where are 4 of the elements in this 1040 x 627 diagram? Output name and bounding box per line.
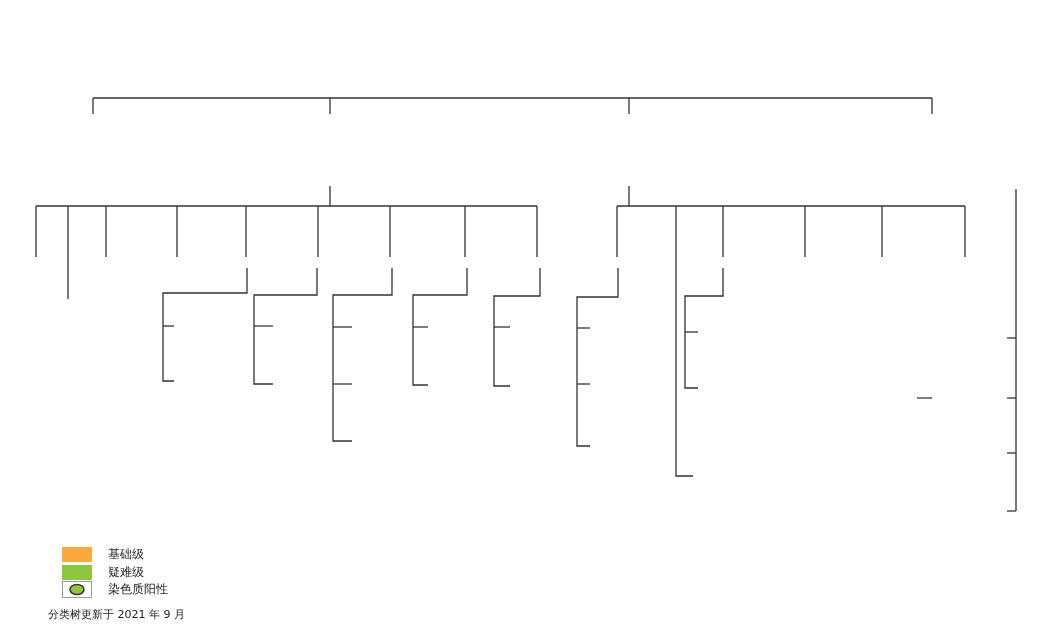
legend-label: 基础级	[108, 546, 144, 562]
caption: 分类树更新于 2021 年 9 月	[48, 607, 185, 622]
legend-label: 疑难级	[108, 563, 144, 580]
legend-label: 染色质阳性	[108, 581, 168, 597]
